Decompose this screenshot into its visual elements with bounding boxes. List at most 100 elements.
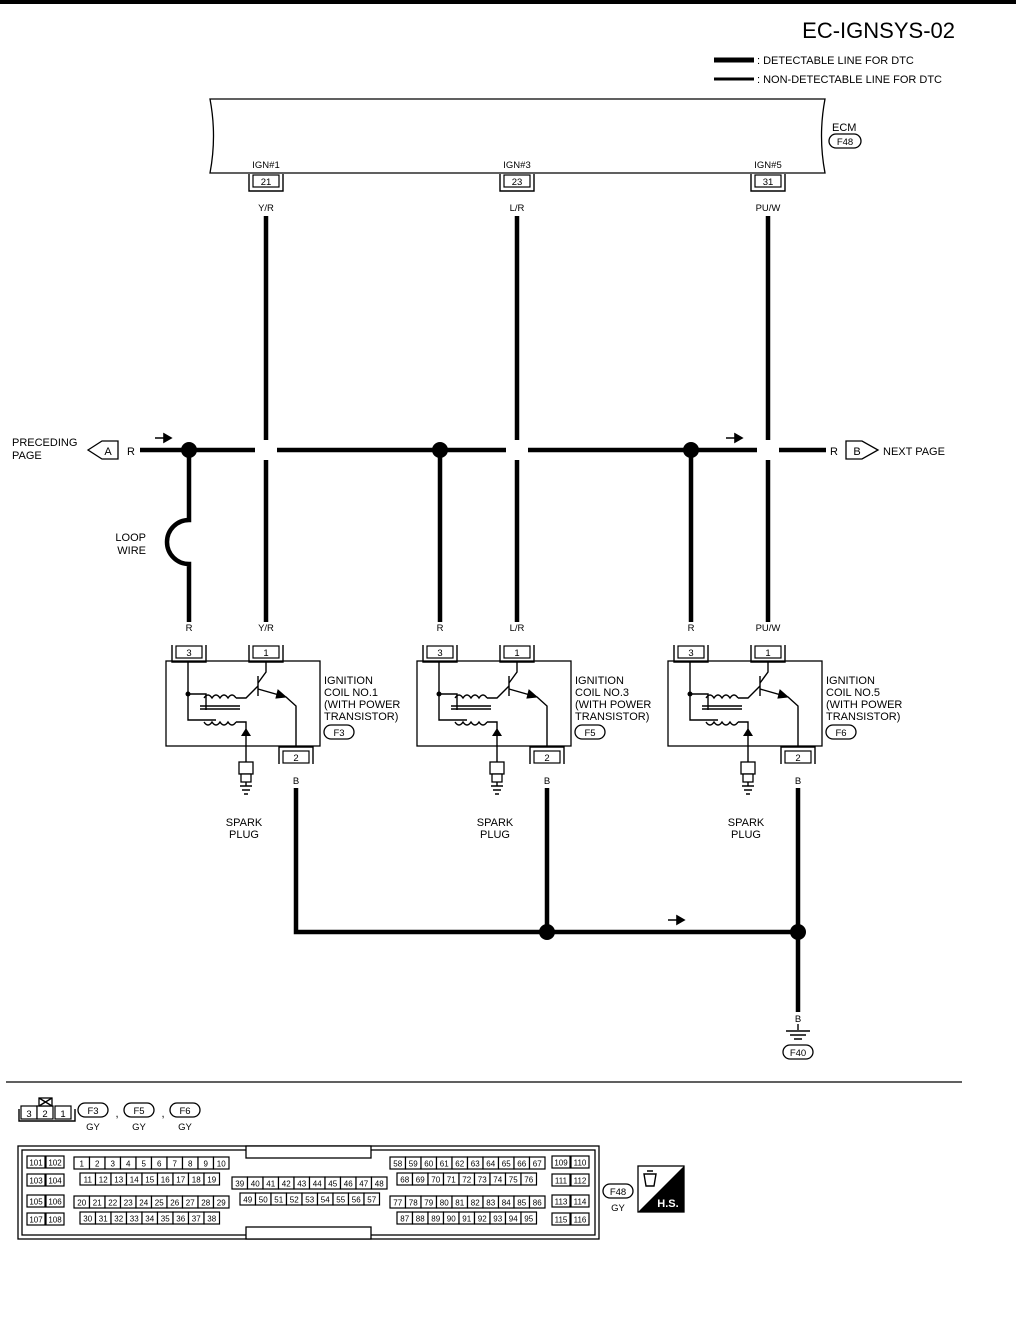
- coil-connector-id: F3: [333, 728, 344, 739]
- marker-letter: B: [853, 446, 860, 458]
- coil-connector-id: F5: [584, 728, 595, 739]
- primary-winding: [705, 694, 739, 700]
- connector-pin: [520, 1211, 538, 1225]
- transistor-collector: [257, 662, 267, 684]
- pin-cell: [677, 645, 705, 659]
- secondary-winding: [454, 720, 488, 726]
- coil-label: IGNITION: [575, 675, 624, 687]
- connector-pin-number: 36: [176, 1215, 185, 1224]
- connector-pin-number: 30: [83, 1215, 92, 1224]
- coil-label: COIL NO.1: [324, 687, 378, 699]
- marker-shape: [86, 440, 119, 460]
- connector-pin-number: 22: [108, 1199, 117, 1208]
- connector-pin-number: 26: [170, 1199, 179, 1208]
- connector-pin-number: 34: [145, 1215, 154, 1224]
- splice-dot: [181, 442, 197, 458]
- connector-pin-number: 54: [321, 1196, 330, 1205]
- wire-color-label: PU/W: [756, 623, 781, 634]
- wire-color-label: B: [795, 776, 801, 787]
- connector-pin-number: 63: [471, 1160, 480, 1169]
- connector-pin: [570, 1194, 590, 1208]
- connector-pin-number: 46: [344, 1180, 353, 1189]
- coil-pin-power: 3: [673, 645, 709, 663]
- connector-pin: [520, 1172, 538, 1186]
- splice-dot: [539, 924, 555, 940]
- connector-pin-number: 48: [375, 1180, 384, 1189]
- preceding-page-label: PAGE: [12, 450, 42, 462]
- ecm-pin-number: 23: [512, 177, 523, 188]
- connector-pin-number: 7: [173, 1160, 178, 1169]
- connector-pin-number: 112: [574, 1177, 587, 1186]
- connector-pin-number: 6: [157, 1160, 162, 1169]
- connector-pin-number: 60: [424, 1160, 433, 1169]
- connector-pin-number: 3: [26, 1109, 31, 1120]
- connector-pin-number: 53: [305, 1196, 314, 1205]
- legend-detectable: : DETECTABLE LINE FOR DTC: [757, 55, 914, 67]
- connector-pin-number: 91: [462, 1215, 471, 1224]
- connector-pin-number: 67: [533, 1160, 542, 1169]
- connector-pin-number: 55: [336, 1196, 345, 1205]
- connector-pin-number: 103: [29, 1177, 43, 1186]
- connector-pin-number: 49: [243, 1196, 252, 1205]
- coil-pin-power: 3: [171, 645, 207, 663]
- connector-key: [245, 1226, 372, 1240]
- connector-pin: [551, 1173, 571, 1187]
- connector-pin: [551, 1212, 571, 1226]
- connector-id: F5: [133, 1106, 144, 1117]
- pin-housing: [750, 174, 786, 192]
- connector-pin-number: 70: [431, 1176, 440, 1185]
- connector-pin-number: 110: [574, 1159, 587, 1168]
- spark-plug-label: SPARK: [728, 817, 765, 829]
- connector-pin-number: 93: [493, 1215, 502, 1224]
- pin-number: 1: [263, 648, 268, 659]
- connector-pin-number: 50: [259, 1196, 268, 1205]
- spark-plug-label: PLUG: [480, 829, 510, 841]
- connector-pin-number: 35: [161, 1215, 170, 1224]
- transistor-emitter: [759, 688, 799, 746]
- flow-arrow: [668, 914, 686, 926]
- spark-plug-icon: [238, 761, 254, 775]
- coil-label: TRANSISTOR): [324, 711, 398, 723]
- coil-label: COIL NO.5: [826, 687, 880, 699]
- coil-pin-ground: 2: [780, 746, 816, 764]
- connector-pin-number: 11: [84, 1176, 93, 1185]
- connector-pin-number: 21: [93, 1199, 102, 1208]
- pin-cell: [754, 645, 782, 659]
- connector-pin-number: 43: [297, 1180, 306, 1189]
- connector-pin-number: 113: [555, 1198, 568, 1207]
- connector-badge: [169, 1102, 201, 1118]
- connector-pin-number: 107: [29, 1216, 43, 1225]
- connector-pin-number: 51: [274, 1196, 283, 1205]
- ecm-label: ECM: [832, 122, 856, 134]
- connector-color: GY: [132, 1122, 146, 1133]
- spark-plug-label: SPARK: [226, 817, 263, 829]
- connector-pin-number: 38: [207, 1215, 216, 1224]
- coil-label: (WITH POWER: [324, 699, 400, 711]
- coil-outline: [416, 660, 572, 747]
- pin-cell: [533, 750, 561, 764]
- pin-housing: [529, 746, 565, 764]
- connector-pin-number: 94: [509, 1215, 518, 1224]
- secondary-winding: [705, 720, 739, 726]
- wire-color-label: B: [795, 1014, 801, 1025]
- connector-pin-number: 72: [462, 1176, 471, 1185]
- transistor-emitter: [508, 688, 548, 746]
- flow-arrow: [726, 432, 744, 444]
- connector-pin-number: 73: [478, 1176, 487, 1185]
- marker-letter: A: [104, 446, 112, 458]
- connector-pin-number: 1: [80, 1160, 85, 1169]
- connector-pin-number: 32: [114, 1215, 123, 1224]
- connector-pin-number: 39: [235, 1180, 244, 1189]
- connector-pin-number: 106: [48, 1198, 62, 1207]
- separator: ,: [161, 1108, 164, 1120]
- connector-pin-number: 89: [431, 1215, 440, 1224]
- ground-connector-id: F40: [790, 1048, 806, 1059]
- pin-housing: [499, 174, 535, 192]
- coil-pin-ground: 2: [529, 746, 565, 764]
- connector-id: F48: [610, 1187, 626, 1198]
- coil-label: TRANSISTOR): [826, 711, 900, 723]
- connector-pin-number: 31: [99, 1215, 108, 1224]
- ecm-module: ECM F48: [209, 98, 862, 174]
